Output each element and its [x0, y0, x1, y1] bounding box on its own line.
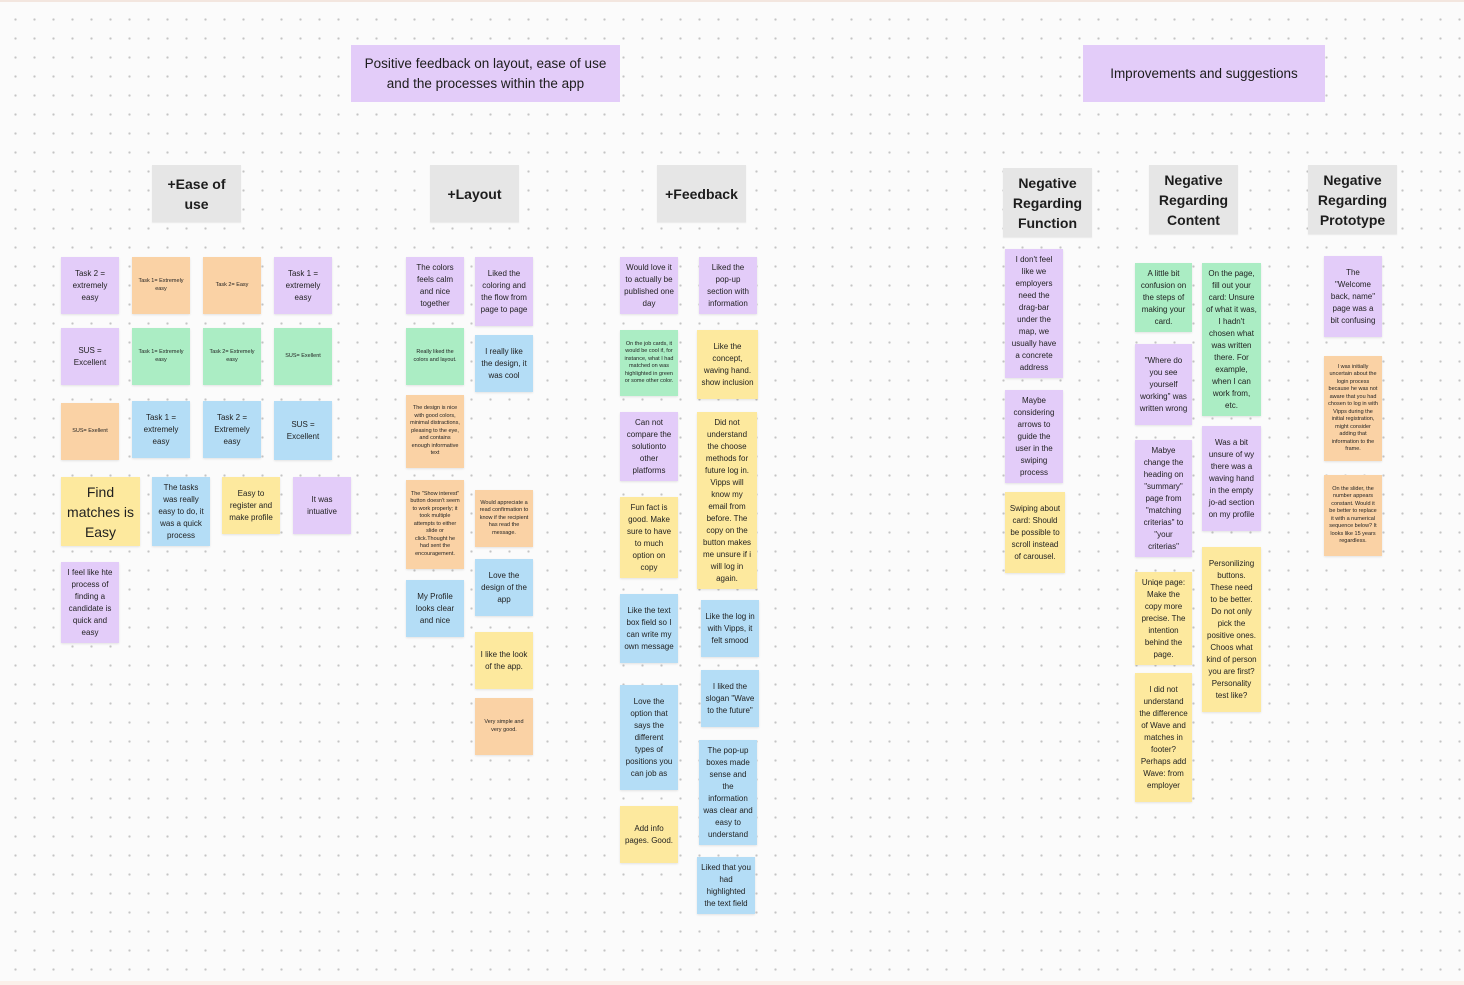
header-positive-feedback[interactable]: Positive feedback on layout, ease of use…	[351, 45, 620, 102]
sticky-note-ease[interactable]: Task 1= Extremely easy	[132, 328, 190, 385]
sticky-note-neg-content[interactable]: On the page, fill out your card: Unsure …	[1202, 263, 1261, 416]
sticky-note-feedback[interactable]: I liked the slogan "Wave to the future"	[701, 670, 759, 727]
sticky-note-ease[interactable]: Task 2= Easy	[203, 257, 261, 314]
sticky-note-ease[interactable]: Task 1= Extremely easy	[132, 257, 190, 314]
bottom-border	[0, 981, 1464, 985]
sticky-note-ease[interactable]: I feel like hte process of finding a can…	[61, 562, 119, 643]
sticky-note-neg-content[interactable]: Was a bit unsure of wy there was a wavin…	[1202, 426, 1261, 531]
sticky-note-ease[interactable]: SUS = Excellent	[61, 328, 119, 385]
sticky-note-feedback[interactable]: Love the option that says the different …	[620, 685, 678, 790]
sticky-note-ease[interactable]: Find matches is Easy	[61, 477, 140, 546]
sticky-note-neg-function[interactable]: Maybe considering arrows to guide the us…	[1005, 390, 1063, 483]
sticky-note-layout[interactable]: The "Show interest" button doesn't seem …	[406, 480, 464, 569]
sticky-note-neg-content[interactable]: A little bit confusion on the steps of m…	[1135, 263, 1192, 332]
sticky-note-feedback[interactable]: Like the text box field so I can write m…	[620, 594, 678, 663]
sticky-note-ease[interactable]: Task 1 = extremely easy	[274, 257, 332, 314]
category-negative-content[interactable]: Negative Regarding Content	[1149, 165, 1238, 234]
sticky-note-neg-content[interactable]: I did not understand the difference of W…	[1135, 673, 1192, 802]
sticky-note-neg-function[interactable]: I don't feel like we employers need the …	[1005, 249, 1063, 378]
sticky-note-neg-prototype[interactable]: The "Welcome back, name" page was a bit …	[1324, 256, 1382, 337]
sticky-note-neg-prototype[interactable]: On the slider, the number appears consta…	[1324, 475, 1382, 556]
sticky-note-feedback[interactable]: Did not understand the choose methods fo…	[697, 412, 757, 589]
category-ease-of-use[interactable]: +Ease of use	[152, 165, 241, 222]
sticky-note-ease[interactable]: Task 1 = extremely easy	[132, 401, 190, 458]
sticky-note-feedback[interactable]: Can not compare the solutionto other pla…	[620, 412, 678, 481]
top-border	[0, 0, 1464, 2]
sticky-note-ease[interactable]: Easy to register and make profile	[222, 477, 280, 534]
category-feedback[interactable]: +Feedback	[657, 165, 746, 222]
sticky-note-ease[interactable]: Task 2 = Extremely easy	[203, 401, 261, 458]
sticky-note-ease[interactable]: SUS = Excellent	[274, 401, 332, 460]
sticky-note-layout[interactable]: The design is nice with good colors, min…	[406, 395, 464, 468]
sticky-note-neg-content[interactable]: "Where do you see yourself working" was …	[1135, 344, 1192, 425]
sticky-note-layout[interactable]: Really liked the colors and layout.	[406, 328, 464, 385]
sticky-note-layout[interactable]: Would appreciate a read confirmation to …	[475, 490, 533, 547]
sticky-note-neg-function[interactable]: Swiping about card: Should be possible t…	[1005, 492, 1065, 573]
sticky-note-layout[interactable]: The colors feels calm and nice together	[406, 257, 464, 314]
sticky-note-feedback[interactable]: Fun fact is good. Make sure to have to m…	[620, 497, 678, 578]
header-improvements[interactable]: Improvements and suggestions	[1083, 45, 1325, 102]
sticky-note-neg-content[interactable]: Uniqe page: Make the copy more precise. …	[1135, 572, 1192, 665]
category-negative-prototype[interactable]: Negative Regarding Prototype	[1308, 165, 1397, 234]
sticky-note-feedback[interactable]: On the job cards, it would be cool if, f…	[620, 330, 678, 396]
sticky-note-layout[interactable]: Liked the coloring and the flow from pag…	[475, 257, 533, 326]
sticky-note-neg-content[interactable]: Mabye change the heading on "summary" pa…	[1135, 440, 1192, 557]
sticky-note-layout[interactable]: Love the design of the app	[475, 559, 533, 616]
sticky-note-ease[interactable]: SUS= Exellent	[61, 403, 119, 460]
sticky-note-layout[interactable]: My Profile looks clear and nice	[406, 580, 464, 637]
category-negative-function[interactable]: Negative Regarding Function	[1003, 168, 1092, 237]
sticky-note-ease[interactable]: Task 2 = extremely easy	[61, 257, 119, 314]
sticky-note-feedback[interactable]: Liked the pop-up section with informatio…	[699, 257, 757, 314]
sticky-note-feedback[interactable]: Would love it to actually be published o…	[620, 257, 678, 314]
sticky-note-ease[interactable]: SUS= Exellent	[274, 328, 332, 385]
sticky-note-layout[interactable]: I like the look of the app.	[475, 632, 533, 689]
sticky-note-feedback[interactable]: The pop-up boxes made sense and the info…	[699, 740, 757, 845]
sticky-note-feedback[interactable]: Like the concept, waving hand. show incl…	[697, 330, 758, 399]
sticky-note-neg-content[interactable]: Personilizing buttons. These need to be …	[1202, 547, 1261, 712]
sticky-note-feedback[interactable]: Add info pages. Good.	[620, 806, 678, 863]
sticky-note-ease[interactable]: Task 2= Extremely easy	[203, 328, 261, 385]
sticky-note-neg-prototype[interactable]: I was initially uncertain about the logi…	[1324, 356, 1382, 461]
sticky-note-layout[interactable]: Very simple and very good.	[475, 698, 533, 755]
sticky-note-layout[interactable]: I really like the design, it was cool	[475, 335, 533, 392]
sticky-note-ease[interactable]: It was intuative	[293, 477, 351, 534]
sticky-note-feedback[interactable]: Like the log in with Vipps, it felt smoo…	[701, 600, 759, 657]
sticky-note-ease[interactable]: The tasks was really easy to do, it was …	[152, 477, 210, 546]
sticky-note-feedback[interactable]: Liked that you had highlighted the text …	[697, 857, 755, 914]
category-layout[interactable]: +Layout	[430, 165, 519, 222]
